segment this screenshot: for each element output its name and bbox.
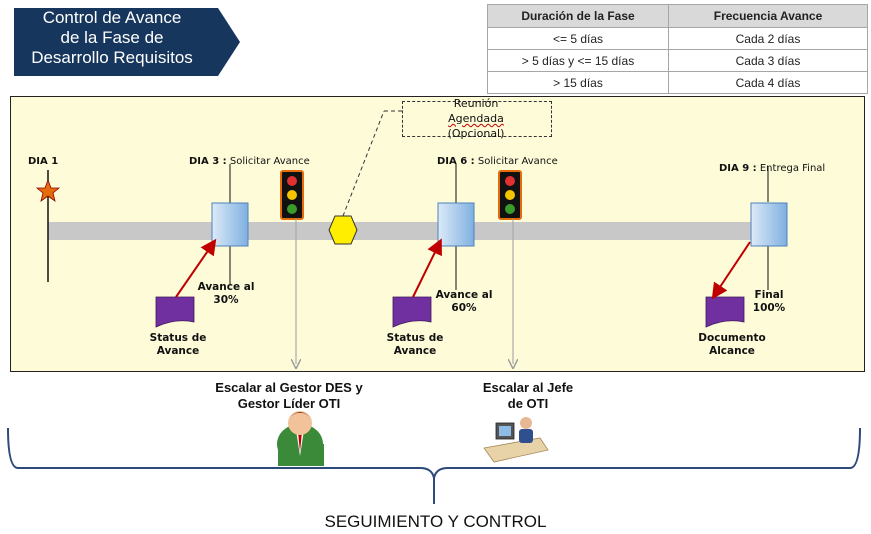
escalation-1-line-2: Gestor Líder OTI [237,396,341,411]
milestone-box-day3 [211,202,249,247]
escalation-2-line-2: de OTI [507,396,549,411]
page-title: Control de Avance de la Fase de Desarrol… [18,8,206,68]
escalation-boss-label: Escalar al Jefe de OTI [468,380,588,412]
progress-60-label: Avance al 60% [433,289,495,315]
milestone-day6-bold: DIA 6 : [437,156,475,167]
milestone-day1-label: DIA 1 [28,156,59,167]
bottom-brace [7,427,861,504]
meeting-connector [342,110,385,217]
meeting-line-1: Reunión [453,97,499,110]
footer-title: SEGUIMIENTO Y CONTROL [324,512,547,531]
table-row: > 15 días Cada 4 días [487,71,868,94]
milestone-day6-label: DIA 6 : Solicitar Avance [437,156,558,167]
milestone-day9-text: Entrega Final [756,163,826,174]
milestone-day9-label: DIA 9 : Entrega Final [719,163,825,174]
hexagon-icon [328,215,358,245]
table-cell: > 5 días y <= 15 días [487,49,669,72]
timeline-track [48,222,778,240]
meeting-box [402,101,552,137]
table-cell: Cada 4 días [668,71,868,94]
red-arrow [175,238,217,298]
meeting-line-2: Agendada [448,112,504,125]
meeting-line-3: (Opcional) [447,127,505,140]
milestone-day9-bold: DIA 9 : [719,163,757,174]
milestone-day3-bold: DIA 3 : [189,156,227,167]
progress-30-line-1: Avance al [197,281,255,293]
progress-30-label: Avance al 30% [196,281,256,307]
document-scope-label: Documento Alcance [692,332,772,358]
document-icon [392,296,432,328]
progress-60-line-1: Avance al [435,289,493,301]
escalation-1-line-1: Escalar al Gestor DES y [215,380,363,395]
document-icon [155,296,195,328]
milestone-day3-label: DIA 3 : Solicitar Avance [189,156,310,167]
table-row: > 5 días y <= 15 días Cada 3 días [487,49,868,72]
table-header-duration: Duración de la Fase [487,4,669,28]
red-arrow [711,241,751,300]
desk-person-icon [483,417,549,463]
frequency-table: Duración de la Fase Frecuencia Avance <=… [487,4,868,94]
title-line-3: Desarrollo Requisitos [31,48,193,67]
table-cell: Cada 3 días [668,49,868,72]
milestone-box-day6 [437,202,475,247]
milestone-day6-text: Solicitar Avance [474,156,558,167]
traffic-light-icon [280,170,304,220]
progress-100-label: Final 100% [748,289,790,315]
traffic-light-icon [498,170,522,220]
progress-100-line-2: 100% [752,302,786,314]
document-2-line-1: Status de [386,332,444,344]
escalation-manager-label: Escalar al Gestor DES y Gestor Líder OTI [200,380,378,412]
table-header-frequency: Frecuencia Avance [668,4,868,28]
title-line-2: de la Fase de [60,28,164,47]
red-arrow [412,238,442,298]
document-status-label: Status de Avance [377,332,453,358]
milestone-day3-text: Solicitar Avance [226,156,310,167]
table-cell: > 15 días [487,71,669,94]
document-1-line-1: Status de [149,332,207,344]
star-icon [35,178,61,202]
document-2-line-2: Avance [393,345,437,357]
milestone-box-day9 [750,202,788,247]
document-1-line-2: Avance [156,345,200,357]
document-3-line-1: Documento [698,332,766,344]
progress-60-line-2: 60% [451,302,477,314]
document-3-line-2: Alcance [709,345,755,357]
progress-100-line-1: Final [754,289,784,301]
title-line-1: Control de Avance [42,8,182,27]
table-cell: Cada 2 días [668,27,868,50]
escalation-2-line-1: Escalar al Jefe [482,380,574,395]
meeting-label: Reunión Agendada (Opcional) [402,96,550,141]
document-status-label: Status de Avance [140,332,216,358]
progress-30-line-2: 30% [213,294,239,306]
document-icon [705,296,745,328]
manager-person-icon [277,411,324,466]
